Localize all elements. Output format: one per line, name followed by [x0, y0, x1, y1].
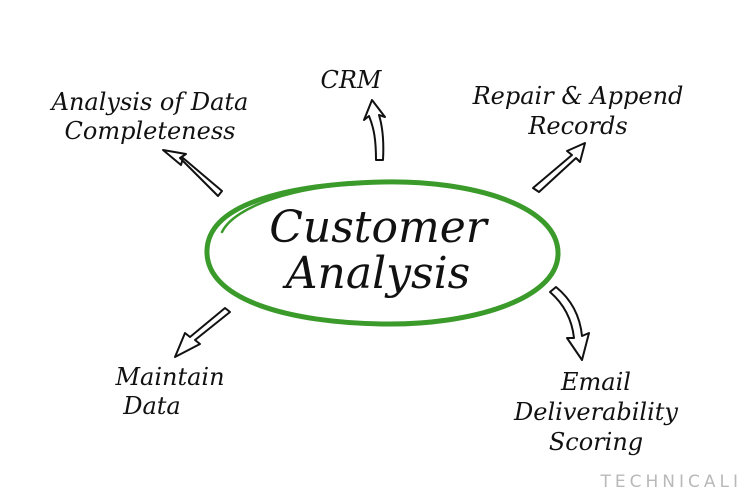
node-maintain-line1: Maintain	[114, 363, 224, 391]
node-maintain-line2: Data	[122, 392, 181, 420]
node-repair-line1: Repair & Append	[472, 82, 684, 110]
node-email: Email Deliverability Scoring	[513, 368, 678, 456]
arrow-crm	[363, 99, 386, 161]
center-title-line2: Analysis	[282, 248, 471, 299]
node-analysis-line1: Analysis of Data	[50, 88, 249, 116]
watermark-logo: TECHNICALI	[600, 472, 743, 492]
arrow-maintain	[174, 307, 231, 358]
center-ellipse	[204, 179, 561, 327]
node-crm-line1: CRM	[320, 66, 382, 94]
node-crm: CRM	[320, 66, 382, 94]
node-repair: Repair & Append Records	[472, 82, 684, 140]
center-title-line1: Customer	[269, 202, 490, 253]
arrow-repair	[532, 142, 586, 193]
node-email-line2: Deliverability	[513, 398, 678, 426]
node-analysis: Analysis of Data Completeness	[50, 88, 249, 145]
node-email-line1: Email	[560, 368, 631, 396]
node-email-line3: Scoring	[549, 428, 643, 456]
node-analysis-line2: Completeness	[65, 117, 236, 145]
node-repair-line2: Records	[527, 112, 627, 140]
node-maintain: Maintain Data	[114, 363, 224, 420]
arrow-email	[549, 286, 590, 361]
arrow-analysis	[162, 149, 223, 197]
